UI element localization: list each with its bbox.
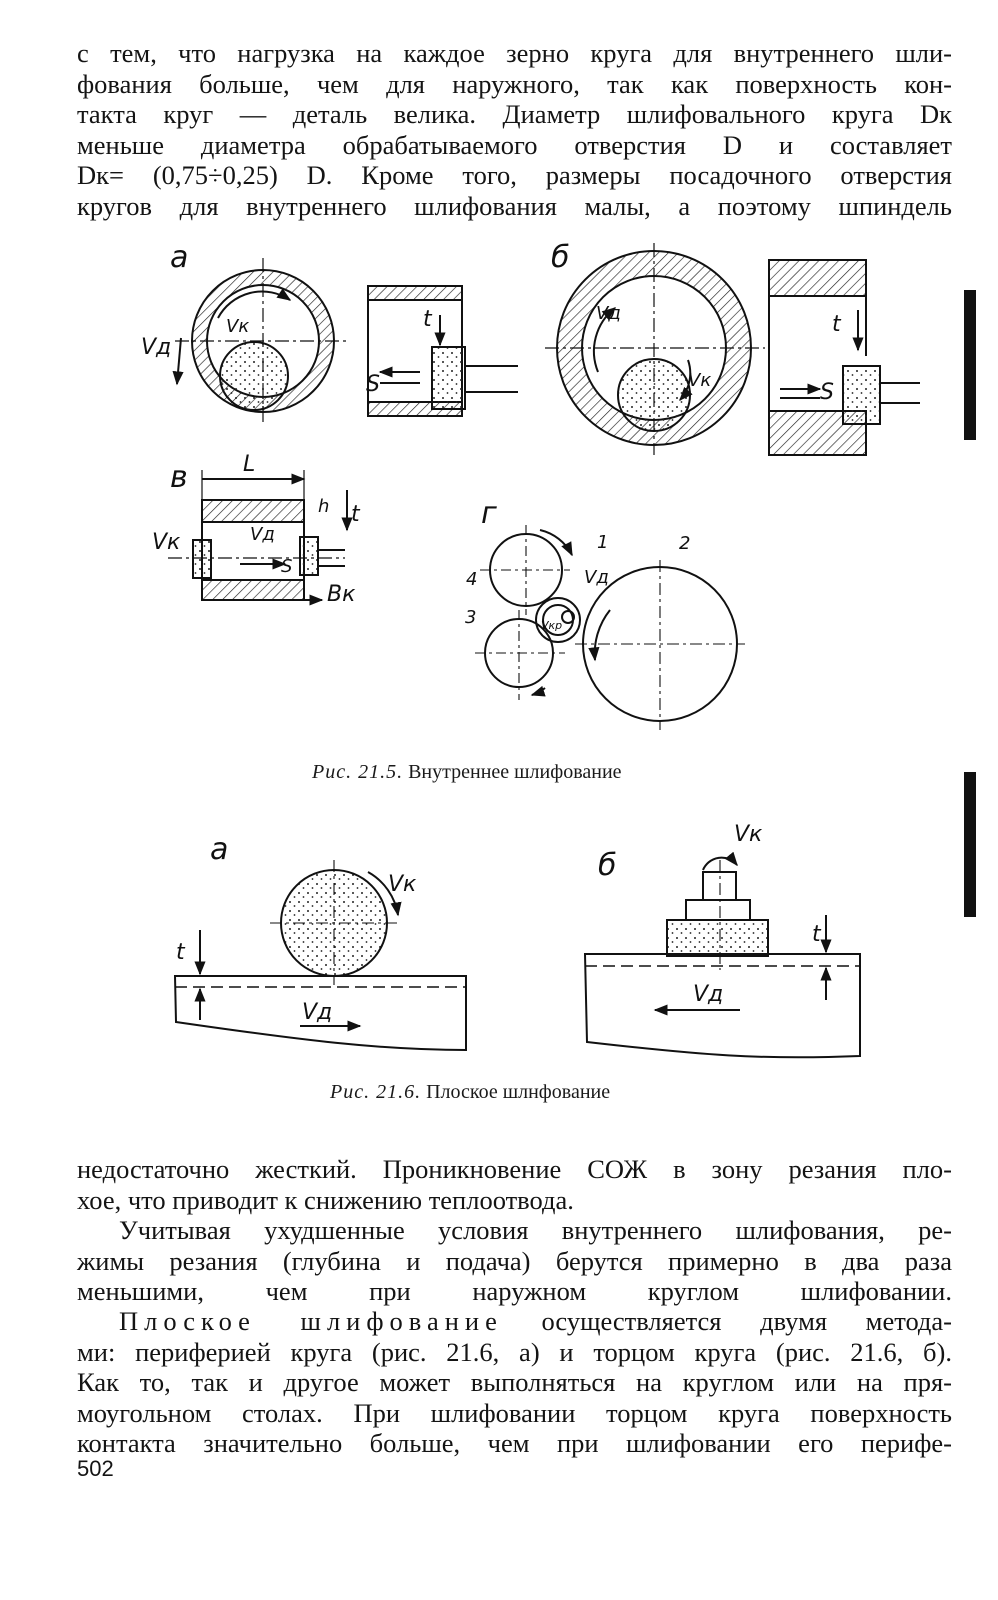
fig-21-6-label-vd: Vд bbox=[693, 982, 724, 1007]
figure-caption-21-5: Рис. 21.5. Внутреннее шлифование bbox=[312, 761, 622, 784]
fig-21-5-label-v: в bbox=[170, 460, 188, 495]
text-line: меньшими, чем при наружном круглом шлифо… bbox=[77, 1276, 952, 1306]
fig-21-5-b-side bbox=[768, 259, 920, 456]
text-fragment: осуществляется двумя метода- bbox=[541, 1306, 953, 1336]
fig-21-5-label-s: S bbox=[366, 372, 380, 397]
text-line: Плоское шлифование осуществляется двумя … bbox=[77, 1306, 952, 1337]
figure-caption-21-6: Рис. 21.6. Плоское шлнфование bbox=[330, 1081, 610, 1104]
text-line: ми: периферией круга (рис. 21.6, а) и то… bbox=[77, 1336, 952, 1367]
text-line: моугольном столах. При шлифовании торцом… bbox=[77, 1397, 952, 1428]
fig-21-5-label-t: t bbox=[423, 307, 432, 332]
fig-21-6-label-t: t bbox=[812, 922, 821, 947]
text-line: хое, что приводит к снижению теплоотвода… bbox=[77, 1184, 574, 1215]
fig-21-5-label-b: б bbox=[551, 240, 570, 275]
fig-21-5-label-bk: Bк bbox=[327, 582, 356, 607]
text-line: с тем, что нагрузка на каждое зерно круг… bbox=[77, 38, 952, 68]
fig-21-5-label-g: г bbox=[481, 496, 497, 531]
text-line: меньше диаметра обрабатываемого отверсти… bbox=[77, 129, 952, 160]
caption-number: Рис. 21.5. bbox=[312, 761, 404, 783]
text-line: такта круг — деталь велика. Диаметр шлиф… bbox=[77, 99, 952, 129]
fig-21-5-label-vkr: Vкр bbox=[541, 619, 563, 632]
fig-21-6-label-a: a bbox=[210, 832, 229, 867]
text-line: Как то, так и другое может выполняться н… bbox=[77, 1367, 952, 1397]
text-line: контакта значительно больше, чем при шли… bbox=[77, 1428, 952, 1458]
fig-21-5-a-ring bbox=[172, 258, 350, 424]
fig-21-5-label-t: t bbox=[832, 312, 841, 337]
fig-21-6-a bbox=[173, 860, 467, 1052]
fig-21-5-label-s: S bbox=[281, 556, 293, 577]
fig-21-5-g bbox=[475, 525, 745, 730]
fig-21-5-v bbox=[168, 470, 353, 606]
bottom-paragraph-2: Учитывая ухудшенные условия внутреннего … bbox=[77, 1215, 952, 1307]
fig-21-5-label-vk: Vк bbox=[688, 370, 712, 391]
fig-21-6-label-vk: Vк bbox=[734, 822, 763, 847]
scan-edge-mark bbox=[964, 290, 976, 440]
fig-21-5-label-vd: Vд bbox=[584, 567, 609, 588]
fig-21-5-label-L: L bbox=[243, 452, 256, 477]
fig-21-5-label-s: S bbox=[820, 380, 834, 405]
fig-21-5-label-1: 1 bbox=[597, 532, 609, 553]
fig-21-5-label-4: 4 bbox=[466, 569, 478, 590]
text-line: Учитывая ухудшенные условия внутреннего … bbox=[119, 1215, 952, 1245]
spaced-term: Плоское шлифование bbox=[119, 1306, 503, 1336]
fig-21-5-label-a: a bbox=[170, 240, 189, 275]
fig-21-6-label-vd: Vд bbox=[302, 1000, 333, 1025]
text-line: жимы резания (глубина и подача) берутся … bbox=[77, 1245, 952, 1276]
text-line: недостаточно жесткий. Проникновение СОЖ … bbox=[77, 1154, 952, 1184]
caption-text: Плоское шлнфование bbox=[426, 1081, 611, 1103]
fig-21-5-label-vd: Vд bbox=[250, 524, 275, 545]
caption-text: Внутреннее шлифование bbox=[408, 761, 622, 783]
fig-21-5-label-h: h bbox=[318, 496, 330, 517]
fig-21-5-b-ring bbox=[545, 243, 765, 455]
scan-edge-mark bbox=[964, 772, 976, 917]
fig-21-6-label-vk: Vк bbox=[388, 872, 417, 897]
fig-21-5-label-t: t bbox=[351, 502, 360, 527]
caption-number: Рис. 21.6. bbox=[330, 1081, 422, 1103]
fig-21-5-label-3: 3 bbox=[465, 607, 477, 628]
fig-21-6-label-b: б bbox=[598, 848, 617, 883]
bottom-paragraph-3: Плоское шлифование осуществляется двумя … bbox=[77, 1306, 952, 1459]
top-paragraph: с тем, что нагрузка на каждое зерно круг… bbox=[77, 38, 952, 221]
text-line: Dк= (0,75÷0,25) D. Кроме того, размеры п… bbox=[77, 160, 952, 190]
text-line: фования больше, чем для наружного, так к… bbox=[77, 68, 952, 99]
fig-21-6-label-t: t bbox=[176, 940, 185, 965]
text-line: кругов для внутреннего шлифования малы, … bbox=[77, 190, 952, 221]
fig-21-5-label-vk: Vк bbox=[152, 530, 181, 555]
page-number: 502 bbox=[77, 1456, 114, 1481]
fig-21-5-label-vk: Vк bbox=[226, 316, 250, 337]
bottom-paragraph-1: недостаточно жесткий. Проникновение СОЖ … bbox=[77, 1154, 952, 1215]
fig-21-5-label-2: 2 bbox=[679, 533, 691, 554]
fig-21-5-label-vd: Vд bbox=[141, 335, 172, 360]
fig-21-5-a-side bbox=[367, 285, 518, 417]
fig-21-6-b bbox=[583, 851, 861, 1059]
fig-21-5-label-vd: Vд bbox=[596, 303, 621, 324]
